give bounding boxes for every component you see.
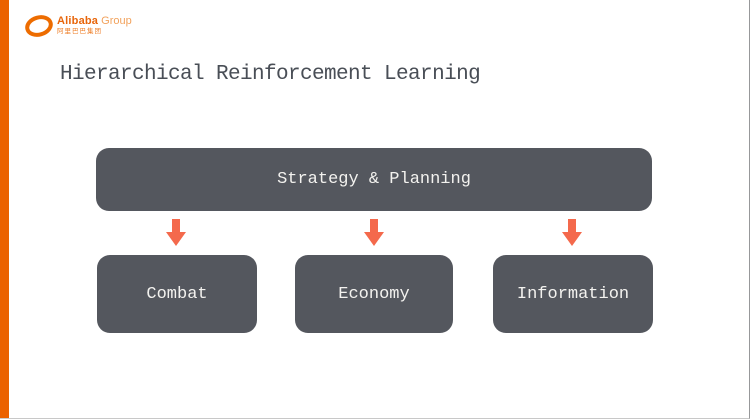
- node-economy-label: Economy: [338, 284, 410, 304]
- slide-title: Hierarchical Reinforcement Learning: [60, 63, 481, 86]
- node-strategy-planning-label: Strategy & Planning: [277, 170, 471, 189]
- alibaba-logo: Alibaba Group 阿里巴巴集团: [25, 13, 132, 37]
- node-combat-label: Combat: [146, 284, 208, 304]
- logo-wordmark: Alibaba: [57, 15, 99, 27]
- node-strategy-planning: Strategy & Planning: [96, 148, 652, 211]
- node-information: Information: [493, 255, 653, 333]
- down-arrow-icon: [166, 219, 186, 246]
- logo-text-block: Alibaba Group 阿里巴巴集团: [57, 15, 132, 35]
- alibaba-logo-icon: [25, 13, 53, 37]
- node-economy: Economy: [295, 255, 453, 333]
- down-arrow-icon: [562, 219, 582, 246]
- logo-wordmark-suffix: Group: [101, 15, 132, 27]
- logo-wordmark-line: Alibaba Group: [57, 15, 132, 27]
- node-information-label: Information: [516, 284, 630, 304]
- down-arrow-icon: [364, 219, 384, 246]
- node-combat: Combat: [97, 255, 257, 333]
- left-accent-bar: [0, 0, 9, 418]
- logo-chinese-text: 阿里巴巴集团: [57, 27, 102, 35]
